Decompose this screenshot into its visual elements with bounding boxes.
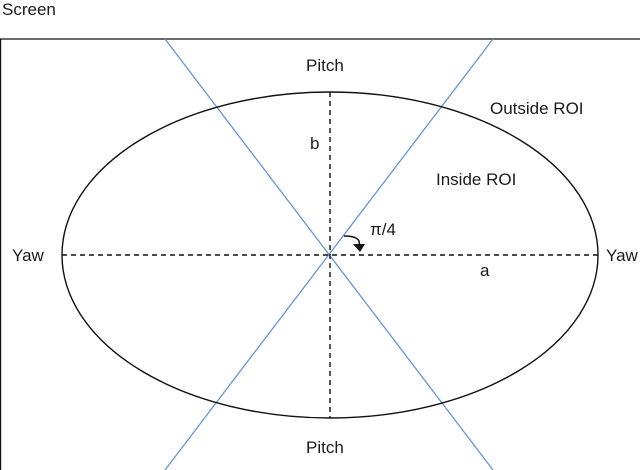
angle-label: π/4 bbox=[370, 220, 396, 239]
screen-title: Screen bbox=[2, 0, 56, 19]
b-label: b bbox=[310, 134, 319, 153]
outside-roi-label: Outside ROI bbox=[490, 99, 584, 118]
pitch-label-bottom: Pitch bbox=[306, 438, 344, 457]
diagonal-line-up-right bbox=[164, 39, 494, 470]
inside-roi-label: Inside ROI bbox=[436, 170, 516, 189]
yaw-label-right: Yaw bbox=[606, 246, 639, 265]
a-label: a bbox=[480, 261, 490, 280]
pitch-label-top: Pitch bbox=[306, 56, 344, 75]
yaw-label-left: Yaw bbox=[12, 246, 45, 265]
arrowhead-icon bbox=[353, 244, 365, 252]
